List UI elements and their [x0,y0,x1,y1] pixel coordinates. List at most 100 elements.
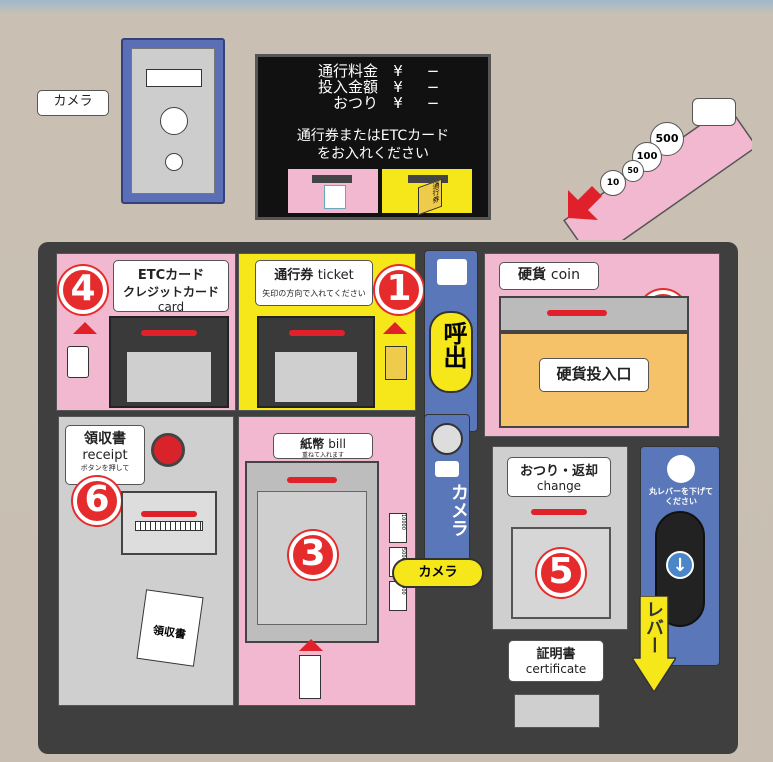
change-label: おつり・返却 change [507,457,611,497]
camera-icon [435,461,459,477]
toll-display-screen: 通行料金 ¥ − 投入金額 ¥ − おつり ¥ − 通行券またはETCカード を… [255,54,491,220]
coin-guide-hand-icon [692,98,736,126]
slot-mini-icon [312,175,352,183]
coin-inlet-label: 硬貨投入口 [539,358,649,392]
etc-card-section: 4 ETCカード クレジットカード card [56,253,236,411]
receipt-title: 領収書 [84,431,126,447]
insert-arrow-icon [299,639,323,651]
ticket-title: 通行券 [274,268,314,283]
bill-label: 紙幣 bill 重ねて入れます [273,433,373,459]
camera-unit-face [131,48,215,194]
slot-indicator [547,310,607,316]
camera-bubble: カメラ [392,558,484,588]
paid-row: 投入金額 ¥ − [298,79,458,95]
ticket-label: 通行券 ticket 矢印の方向で入れてください [255,260,373,306]
certificate-label: 証明書 certificate [508,640,604,682]
paid-yen: ¥ [393,78,403,96]
slot-indicator [287,477,337,483]
credit-card-title: クレジットカード [122,285,219,299]
lever-knob-icon: ↓ [666,551,694,579]
insert-arrow-icon [383,322,407,334]
receipt-en: receipt [82,448,128,463]
ticket-icon [385,346,407,380]
fee-label: 通行料金 [317,62,378,80]
receipt-paper-icon: 領収書 [136,589,204,667]
receipt-label: 領収書 receipt ボタンを押して [65,425,145,485]
change-yen: ¥ [393,94,403,112]
bill-inlet[interactable]: 3 [245,461,379,643]
change-title: おつり・返却 [519,464,598,479]
bill-hint: 重ねて入れます [301,452,344,459]
receipt-button[interactable] [151,433,185,467]
receipt-slot[interactable] [121,491,217,555]
camera-label: カメラ [37,90,109,116]
camera-unit [121,38,225,204]
step-3-badge: 3 [289,531,337,579]
receipt-paper-text: 領収書 [152,623,187,642]
slot-indicator [141,330,197,336]
camera-strip: カメラ [424,414,470,578]
ticket-section: 通行券 ticket 矢印の方向で入れてください 1 [238,253,423,411]
lever-hint: 丸レバーを下げてください [649,487,713,506]
slot-mini-icon [408,175,448,183]
display-message-line1: 通行券またはETCカード [296,128,450,144]
lever-arrow: レバー [630,595,678,694]
camera-strip-label: カメラ [448,483,469,537]
coin-slot-housing[interactable] [499,296,689,332]
ticket-hint: 矢印の方向で入れてください [262,289,366,298]
ticket-en: ticket [317,268,354,283]
lever-arrow-icon [630,595,678,694]
camera-lens-icon [431,423,463,455]
bill-note-icon: 1000 [389,581,407,611]
receipt-section: 領収書 receipt ボタンを押して 6 領収書 [58,416,234,706]
display-rows: 通行料金 ¥ − 投入金額 ¥ − おつり ¥ − [298,63,458,111]
change-section: おつり・返却 change 5 [492,446,628,630]
fee-row: 通行料金 ¥ − [298,63,458,79]
coin-section: 硬貨 coin 2 硬貨投入口 [484,253,720,437]
change-label: おつり [332,94,378,112]
step-4-badge: 4 [59,266,107,314]
slot-indicator [531,509,587,515]
certificate-en: certificate [525,662,587,676]
fee-value: − [426,62,440,80]
insert-arrow-icon [73,322,97,334]
fee-yen: ¥ [393,62,403,80]
certificate-slot[interactable] [514,694,600,728]
etc-card-title: ETCカード [137,268,205,283]
card-insert-illustration [288,169,378,213]
slot-indicator [141,511,197,517]
coin-title: 硬貨 [518,267,547,283]
bill-stack-icon [299,655,321,699]
staff-icon [437,259,467,285]
coin-guide-arrow-icon [568,186,602,220]
receipt-teeth [135,521,203,531]
ticket-mini-icon: 通行券 [418,178,442,216]
ticket-slot[interactable] [257,316,375,408]
bill-title: 紙幣 [300,437,325,451]
coin-label: 硬貨 coin [499,262,599,290]
call-strip: 呼出 [424,250,478,432]
call-button-label: 呼出 [439,321,467,369]
camera-window [146,69,202,87]
bill-title-row: 紙幣 bill [274,435,372,452]
step-5-badge: 5 [537,549,585,597]
coin-10: 10 [600,170,626,196]
etc-card-slot[interactable] [109,316,229,408]
bill-note-icon: 10000 [389,513,407,543]
slot-window [127,352,211,402]
call-button[interactable]: 呼出 [429,311,473,393]
change-tray[interactable]: 5 [511,527,611,619]
bill-section: 紙幣 bill 重ねて入れます 3 10000 5000 1000 [238,416,416,706]
etc-card-label: ETCカード クレジットカード card [113,260,229,314]
coin-inlet[interactable]: 硬貨投入口 [499,332,689,428]
change-row: おつり ¥ − [298,95,458,111]
card-icon [67,346,89,378]
paid-value: − [426,78,440,96]
wheelchair-icon [667,455,695,483]
ticket-title-row: 通行券 ticket [256,264,372,283]
slot-indicator [289,330,345,336]
slot-window [275,352,357,402]
receipt-hint: ボタンを押して [80,464,130,472]
ticket-insert-illustration: 通行券 [382,169,472,216]
coin-50: 50 [622,160,644,182]
